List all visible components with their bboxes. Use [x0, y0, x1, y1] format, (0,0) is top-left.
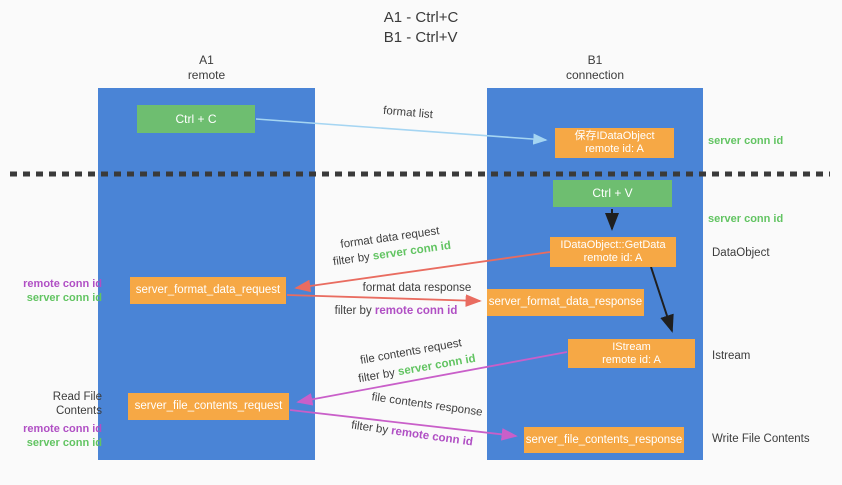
node-server-format-data-request: server_format_data_request	[130, 277, 286, 304]
node-server-format-data-response: server_format_data_response	[487, 289, 644, 316]
label-file-contents-response-text: file contents response	[370, 391, 484, 419]
node-server-file-contents-response-label: server_file_contents_response	[525, 433, 683, 446]
remote-conn-id-label: remote conn id	[23, 423, 102, 435]
right-istream-label: Istream	[712, 350, 751, 362]
label-filter-by-remote-conn-id-file: filter by remote conn id	[332, 416, 492, 452]
node-server-file-contents-response: server_file_contents_response	[524, 427, 684, 453]
node-ctrl-c: Ctrl + C	[137, 105, 255, 133]
label-format-data-response-text: format data response	[362, 282, 472, 294]
node-idataobject-getdata-line1: IDataObject::GetData	[560, 239, 666, 251]
server-conn-id-label: server conn id	[26, 437, 102, 449]
lane-b-subtitle: connection	[565, 68, 625, 82]
filter-by-text: filter by	[332, 251, 371, 269]
node-idataobject-getdata-line2: remote id: A	[583, 252, 643, 264]
node-save-idataobject-line2: remote id: A	[585, 143, 644, 155]
remote-conn-id-text: remote conn id	[390, 425, 474, 449]
filter-by-text: filter by	[334, 305, 372, 317]
right-dataobject-label: DataObject	[712, 247, 770, 259]
node-istream: IStream remote id: A	[568, 339, 695, 368]
node-server-format-data-request-label: server_format_data_request	[135, 284, 281, 296]
node-istream-line2: remote id: A	[602, 353, 661, 366]
node-save-idataobject-line1: 保存IDataObject	[574, 130, 655, 142]
lane-a-header: A1 remote	[98, 53, 315, 83]
filter-by-text: filter by	[357, 366, 397, 386]
node-server-file-contents-request: server_file_contents_request	[128, 393, 289, 420]
label-file-contents-response: file contents response	[347, 387, 507, 423]
left-labels-format-request: remote conn id server conn id	[10, 277, 102, 305]
left-labels-file-request: Read File Contents remote conn id server…	[6, 390, 102, 450]
diagram-title: A1 - Ctrl+C B1 - Ctrl+V	[0, 8, 842, 48]
node-ctrl-v: Ctrl + V	[553, 180, 672, 207]
read-file-contents-label: Read File Contents	[52, 391, 102, 417]
lane-a-title: A1	[199, 53, 214, 67]
title-line-b1: B1 - Ctrl+V	[383, 29, 458, 46]
remote-conn-id-label: remote conn id	[23, 278, 102, 290]
lane-b-title: B1	[587, 53, 603, 67]
label-format-list-text: format list	[382, 104, 434, 122]
label-filter-by-remote-conn-id-format: filter by remote conn id	[316, 304, 476, 318]
label-format-data-response: format data response	[337, 281, 497, 295]
right-server-conn-id-mid: server conn id	[708, 213, 784, 225]
node-server-file-contents-request-label: server_file_contents_request	[134, 400, 283, 412]
node-ctrl-v-label: Ctrl + V	[592, 186, 633, 200]
node-server-format-data-response-label: server_format_data_response	[488, 296, 643, 308]
right-write-file-contents-label: Write File Contents	[712, 433, 810, 445]
node-istream-line1: IStream	[612, 340, 651, 353]
node-idataobject-getdata: IDataObject::GetData remote id: A	[550, 237, 676, 267]
right-server-conn-id-top: server conn id	[708, 135, 784, 147]
node-ctrl-c-label: Ctrl + C	[175, 111, 217, 126]
remote-conn-id-text: remote conn id	[374, 305, 458, 317]
label-format-list: format list	[353, 101, 464, 125]
filter-by-text: filter by	[350, 419, 389, 437]
title-line-a1: A1 - Ctrl+C	[383, 9, 459, 26]
server-conn-id-label: server conn id	[26, 292, 102, 304]
lane-a-subtitle: remote	[187, 68, 226, 82]
arrow-format-data-response	[286, 294, 482, 307]
lane-b-header: B1 connection	[487, 53, 703, 83]
node-save-idataobject: 保存IDataObject remote id: A	[555, 128, 674, 158]
